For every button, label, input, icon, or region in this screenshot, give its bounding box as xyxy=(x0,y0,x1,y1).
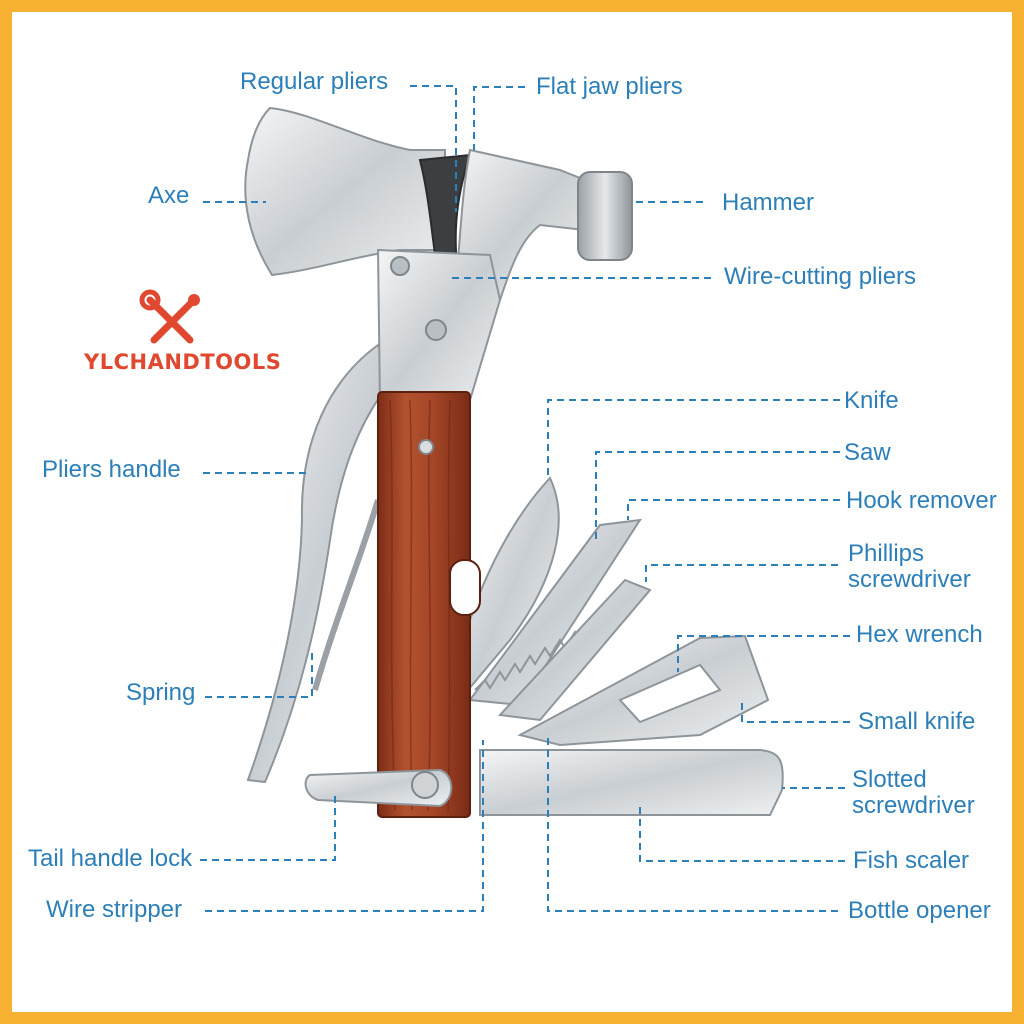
label-phillips-screwdriver: Phillips screwdriver xyxy=(848,540,971,593)
leader-small-knife xyxy=(741,700,850,723)
leader-knife xyxy=(547,399,840,480)
leader-bottle-opener xyxy=(547,735,838,912)
label-fish-scaler: Fish scaler xyxy=(853,847,970,874)
label-hook-remover: Hook remover xyxy=(846,487,997,514)
leader-saw xyxy=(595,451,840,540)
label-wire-cutting-pliers: Wire-cutting pliers xyxy=(724,263,917,290)
leader-hex-wrench xyxy=(677,635,850,672)
label-spring: Spring xyxy=(126,679,196,706)
pliers-handle-shape xyxy=(246,343,394,784)
label-saw: Saw xyxy=(844,439,891,466)
leader-regular-pliers xyxy=(410,85,457,212)
knife-blade-shape xyxy=(466,476,560,693)
brand-logo-text: YLCHANDTOOLS xyxy=(84,350,282,374)
axe-head-shape xyxy=(244,106,446,277)
spring-shape xyxy=(312,499,381,691)
label-small-knife: Small knife xyxy=(858,708,976,735)
hammer-face-shape xyxy=(577,171,633,261)
label-knife: Knife xyxy=(844,387,899,414)
hook-remover-shape xyxy=(497,578,652,722)
leader-lines xyxy=(200,85,850,912)
leader-flat-jaw-pliers xyxy=(473,86,525,150)
leader-fish-scaler xyxy=(639,805,845,862)
label-pliers-handle: Pliers handle xyxy=(42,456,181,483)
leader-tail-handle-lock xyxy=(200,792,336,861)
leader-wire-stripper xyxy=(205,740,484,912)
slotted-screwdriver-shape xyxy=(479,749,784,816)
label-flat-jaw-pliers: Flat jaw pliers xyxy=(536,73,683,100)
label-wire-stripper: Wire stripper xyxy=(46,896,183,923)
saw-blade-shape xyxy=(468,518,643,707)
brand-logo-icon xyxy=(139,289,200,344)
leader-phillips-screwdriver xyxy=(645,564,838,582)
label-hammer: Hammer xyxy=(722,189,815,216)
label-slotted-screwdriver: Slotted screwdriver xyxy=(852,766,975,819)
label-hex-wrench: Hex wrench xyxy=(856,621,983,648)
label-axe: Axe xyxy=(148,182,190,209)
leader-hook-remover xyxy=(627,499,840,520)
label-regular-pliers: Regular pliers xyxy=(240,68,389,95)
label-bottle-opener: Bottle opener xyxy=(848,897,991,924)
label-tail-handle-lock: Tail handle lock xyxy=(28,845,193,872)
